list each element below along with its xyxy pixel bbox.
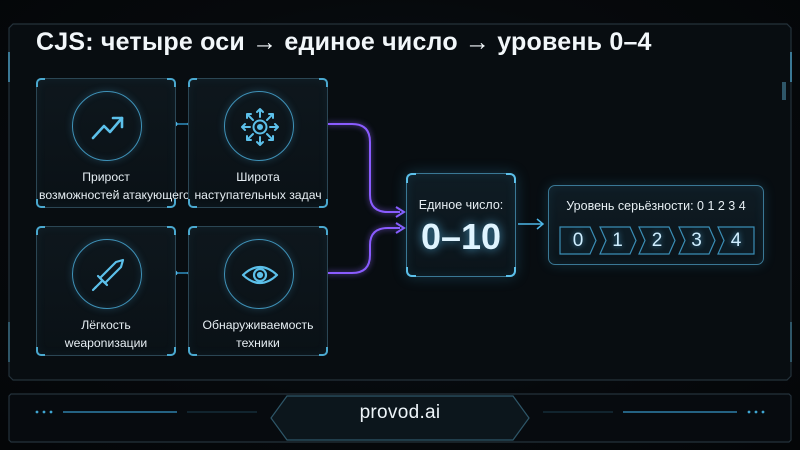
score-label: Единое число: (418, 198, 504, 212)
sword-icon (72, 239, 142, 309)
eye-icon (224, 239, 294, 309)
level-step: 1 (598, 226, 637, 255)
severity-level-box: Уровень серьёзности: 0 1 2 3 4 0 1 2 3 4 (548, 185, 764, 265)
score-box: Единое число: 0–10 (406, 173, 516, 277)
footer-brand: provod.ai (359, 402, 441, 423)
level-step: 4 (717, 226, 755, 255)
level-step: 3 (677, 226, 716, 255)
target-arrows-icon (224, 91, 294, 161)
footer-frame (8, 393, 792, 443)
severity-level-label: Уровень серьёзности: 0 1 2 3 4 (566, 199, 746, 213)
severity-level-steps: 0 1 2 3 4 (559, 226, 755, 255)
score-value: 0–10 (420, 216, 502, 257)
trend-arrow-icon (72, 91, 142, 161)
level-step: 2 (638, 226, 676, 255)
level-step: 0 (559, 226, 597, 255)
page-title: CJS: четыре оси → единое число → уровень… (36, 28, 652, 56)
